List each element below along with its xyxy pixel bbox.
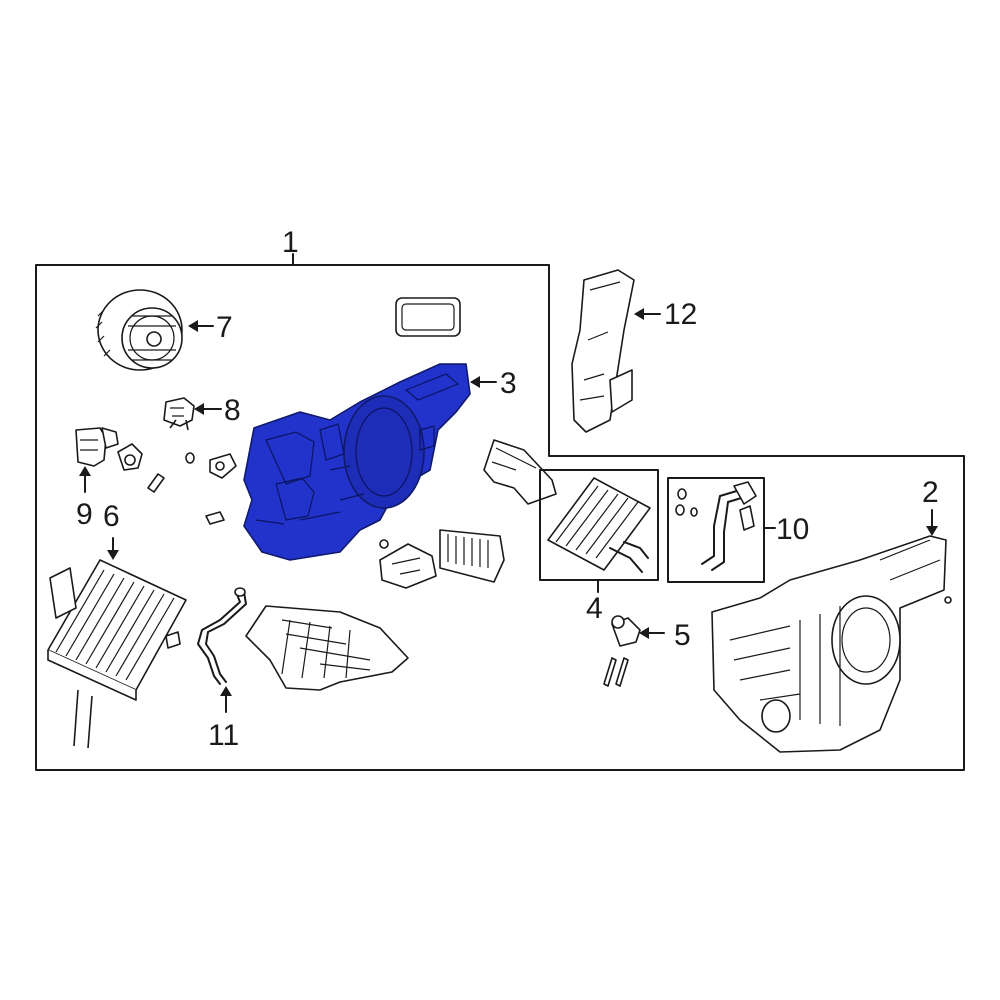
callout-3: 3 [500, 367, 517, 400]
seal-gasket [395, 297, 461, 337]
callout-2: 2 [922, 476, 939, 509]
box-10 [667, 477, 765, 583]
callout-8: 8 [224, 394, 241, 427]
arrow-8-head [194, 403, 204, 415]
part-8-actuator[interactable] [163, 397, 195, 431]
small-hardware [117, 443, 237, 525]
arrow-6-head [107, 550, 119, 560]
arrow-11-head [220, 686, 232, 696]
part-9-sensor[interactable] [75, 427, 119, 467]
callout-9: 9 [76, 498, 93, 531]
callout-7: 7 [216, 311, 233, 344]
callout-5: 5 [674, 619, 691, 652]
arrow-12-head [634, 308, 644, 320]
part-3-case-highlighted[interactable] [243, 363, 471, 561]
part-6-heater-core[interactable] [47, 559, 187, 749]
callout-10: 10 [776, 513, 809, 546]
arrow-9-head [79, 466, 91, 476]
duct-bracket [483, 439, 557, 505]
callout-12: 12 [664, 298, 697, 331]
part-11-pipe[interactable] [197, 587, 247, 685]
screws [603, 657, 629, 687]
callout-1: 1 [282, 226, 299, 259]
part-4-evaporator[interactable] [547, 477, 651, 573]
filter-element [439, 529, 505, 583]
arrow-2-head [926, 526, 938, 536]
callout-4: 4 [586, 592, 603, 625]
arrow-5-head [639, 627, 649, 639]
lower-case [245, 605, 409, 691]
part-7-blower-motor[interactable] [95, 289, 183, 371]
door-linkage [379, 539, 437, 589]
arrow-7-head [188, 320, 198, 332]
callout-11: 11 [208, 719, 239, 752]
part-10-tube[interactable] [675, 481, 757, 571]
part-12-duct[interactable] [571, 269, 635, 433]
callout-6: 6 [103, 500, 120, 533]
assembly-outline [35, 264, 965, 771]
arrow-3-head [470, 376, 480, 388]
part-5-sensor[interactable] [611, 615, 641, 647]
part-2-case[interactable] [711, 535, 952, 753]
